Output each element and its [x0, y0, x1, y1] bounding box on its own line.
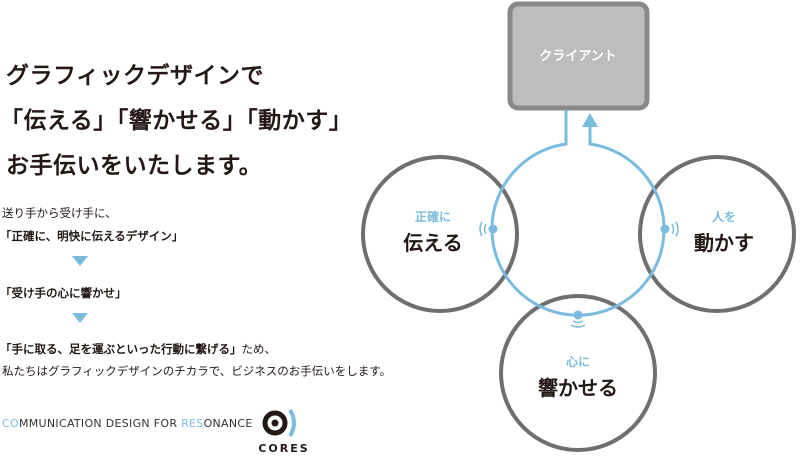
tagline-text: ONANCE: [203, 417, 253, 430]
right-big-label: 動かす: [694, 231, 754, 255]
tagline: COMMUNICATION DESIGN FOR RESONANCE: [2, 417, 253, 430]
node-dot: [488, 224, 498, 234]
flow-loop: [490, 110, 666, 317]
body-text: 送り手から受け手に、: [2, 206, 117, 220]
client-box: [507, 1, 650, 111]
headline-line1: グラフィックデザインで: [6, 63, 265, 89]
signal-waves-icon: [479, 221, 679, 328]
logo-text: CORES: [258, 442, 310, 455]
arrow-up-icon: [582, 113, 598, 127]
body-text-bold: 「受け手の心に響かせ」: [0, 286, 127, 300]
left-circle: [361, 155, 519, 313]
tagline-text: MMUNICATION DESIGN FOR: [18, 417, 182, 430]
left-big-label: 伝える: [403, 231, 463, 255]
tagline-accent: CO: [2, 417, 19, 430]
body-text: 「手に取る、足を運ぶといった行動に繋げる」ため、: [0, 341, 276, 357]
down-arrow-icon: [72, 313, 88, 323]
client-label: クライアント: [539, 49, 617, 64]
right-small-label: 人を: [711, 210, 737, 224]
bottom-big-label: 響かせる: [538, 376, 618, 400]
tagline-accent: RES: [181, 417, 204, 430]
body-text-bold: 「手に取る、足を運ぶといった行動に繋げる」: [0, 342, 242, 356]
node-dot: [660, 224, 670, 234]
bottom-circle: [499, 294, 657, 452]
node-dot: [573, 310, 583, 320]
body-text: 私たちはグラフィックデザインのチカラで、ビジネスのお手伝いをします。: [2, 364, 392, 378]
body-text: ため、: [241, 342, 277, 356]
left-small-label: 正確に: [414, 210, 452, 224]
bottom-small-label: 心に: [565, 355, 591, 369]
down-arrow-icon: [72, 256, 88, 266]
headline-line2: 「伝える」「響かせる」「動かす」: [0, 108, 353, 134]
right-circle: [638, 155, 796, 313]
body-text-bold: 「正確に、明快に伝えるデザイン」: [0, 229, 184, 243]
headline-line3: お手伝いをいたします。: [6, 153, 263, 179]
cores-logo-icon: [262, 408, 296, 438]
